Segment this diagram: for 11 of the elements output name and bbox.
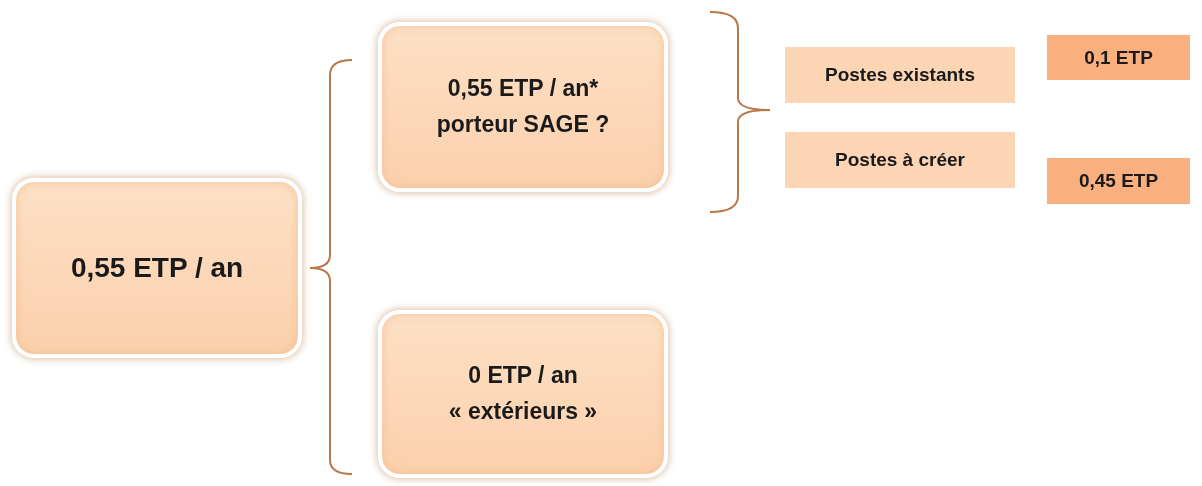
box-text: 0,1 ETP [1084, 46, 1153, 69]
value-box [1047, 158, 1190, 204]
box-text: Postes existants [825, 64, 975, 86]
label-box [785, 132, 1015, 188]
label-box [785, 47, 1015, 103]
box-text: 0,55 ETP / an [70, 251, 244, 286]
value-box [1047, 35, 1190, 80]
box-text: 0 ETP / an « extérieurs » [447, 361, 599, 426]
box-text: 0,45 ETP [1078, 170, 1159, 192]
box-text: 0,55 ETP / an* porteur SAGE ? [435, 74, 611, 139]
box-text: Postes à créer [835, 149, 965, 171]
